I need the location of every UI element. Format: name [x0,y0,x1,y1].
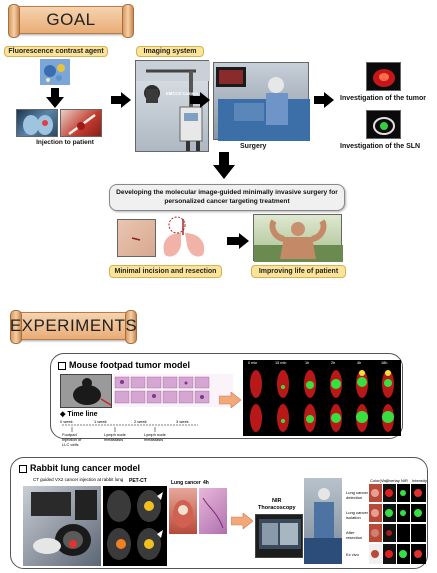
scroll-curl-right [125,310,137,344]
mouse-model-panel: Mouse footpad tumor model ◆ Time line 0 … [50,353,403,447]
right-arrow-surgery [190,92,210,108]
time-1: 15 min [275,361,287,365]
time-2: 1h [305,361,310,365]
mouse-title-text: Mouse footpad tumor model [69,360,190,370]
rabbit-model-panel: Rabbit lung cancer model CT guided VX2 c… [10,457,428,569]
time-3: 2h [331,361,336,365]
ct-procedure-photo [23,486,101,566]
experiments-banner: EXPERIMENTS [9,310,138,344]
result-images [369,484,426,564]
injection-photo-syringe [60,109,102,137]
imaging-label: Imaging system [136,46,204,57]
rabbit-model-title: Rabbit lung cancer model [19,463,140,473]
agent-label: Fluorescence contrast agent [4,46,108,57]
event-0: Footpad Injection of LLC cells [62,432,82,447]
petct-images [103,486,167,566]
time-4: 4h [357,361,362,365]
row-label-0: Lung cancer detection [346,490,369,500]
histology-photo [199,488,227,534]
lung-cancer-label: Lung cancer [171,480,201,486]
col-label-3: Intensity [412,478,427,483]
mouse-photo [60,374,112,408]
goal-banner: GOAL [8,4,134,38]
col-label-0: Color(Vis) [370,478,388,483]
sln-label: Investigation of the SLN [340,143,421,150]
scroll-curl-right [122,4,134,38]
mouse-fluorescence-images [250,370,394,432]
event-2: Lymph node metastasis [144,432,166,442]
histology-strip [113,374,233,407]
injection-photo-lungs [16,109,58,137]
peach-arrow-mouse [219,392,241,408]
goal-title: GOAL [46,10,96,29]
timepoint-label: 4h [203,480,209,486]
timeline-axis: 0 week 1 week 2 week 3 week Footpad Inje… [60,419,200,447]
injection-label: Injection to patient [36,139,94,146]
down-arrow-agent [46,88,64,108]
right-arrow-improving [227,233,249,249]
row-label-1: Lung cancer isolation [346,510,369,520]
contrast-agent-icon [40,59,70,85]
tumor-fluorescence-photo [366,62,401,91]
tumor-label: Investigation of the tumor [340,95,426,102]
tick-3: 3 week [176,419,189,424]
surgery-label: Surgery [240,143,267,150]
time-0: 0 min [248,361,258,365]
ct-caption: CT guided VX2 cancer injection at rabbit… [33,477,124,482]
tick-0: 0 week [60,419,73,424]
improving-life-label: Improving life of patient [251,265,346,278]
surgeon-photo [304,478,342,564]
thoracoscopy-monitor [255,514,303,558]
thoracoscopy-text: Thoracoscopy [258,504,296,511]
nir-text: NIR [272,498,282,504]
petct-label: PET-CT [129,478,147,484]
checkbox-icon [19,464,27,473]
down-arrow-statement [213,152,235,179]
tick-1: 1 week [94,419,107,424]
event-1: Lymph node metastasis [104,432,126,442]
lung-resection-illustration [157,215,211,259]
experiments-title: EXPERIMENTS [9,316,138,335]
peach-arrow-rabbit [231,513,253,529]
col-label-2: NIR [401,478,408,483]
minimal-incision-label: Minimal incision and resection [109,265,222,278]
minimal-incision-photo [117,219,156,257]
healthy-patient-photo [253,214,343,262]
timeline-text: Time line [67,411,98,418]
diamond-icon: ◆ [60,411,68,418]
col-label-1: Overlay [386,478,400,483]
time-5: 18h [381,361,388,365]
row-label-2: After resection [346,530,363,540]
scroll-curl-left [8,4,20,38]
result-grid: Color(Vis) Overlay NIR Intensity Lung ca… [346,478,427,566]
scroll-curl-left [10,310,22,344]
mouse-model-title: Mouse footpad tumor model [58,360,190,370]
tick-2: 2 week [134,419,147,424]
time-course-grid: 0 min 15 min 1h 2h 4h 18h [243,360,401,436]
timeline-label: ◆ Time line [60,410,98,418]
row-label-3: Ex vivo [346,552,359,557]
rabbit-title-text: Rabbit lung cancer model [30,463,141,473]
checkbox-icon [58,361,66,370]
goal-statement: Developing the molecular image-guided mi… [109,184,345,211]
nir-thoracoscopy-label: NIR Thoracoscopy [258,498,296,511]
sln-fluorescence-photo [366,110,401,139]
emccd-label: EMCCD Camera [166,91,198,96]
surgery-photo [213,62,310,141]
right-arrow-investigation [314,92,334,108]
right-arrow-imaging [111,92,131,108]
imaging-system-photo: EMCCD Camera [135,60,210,152]
lung-cancer-photo [169,488,197,534]
